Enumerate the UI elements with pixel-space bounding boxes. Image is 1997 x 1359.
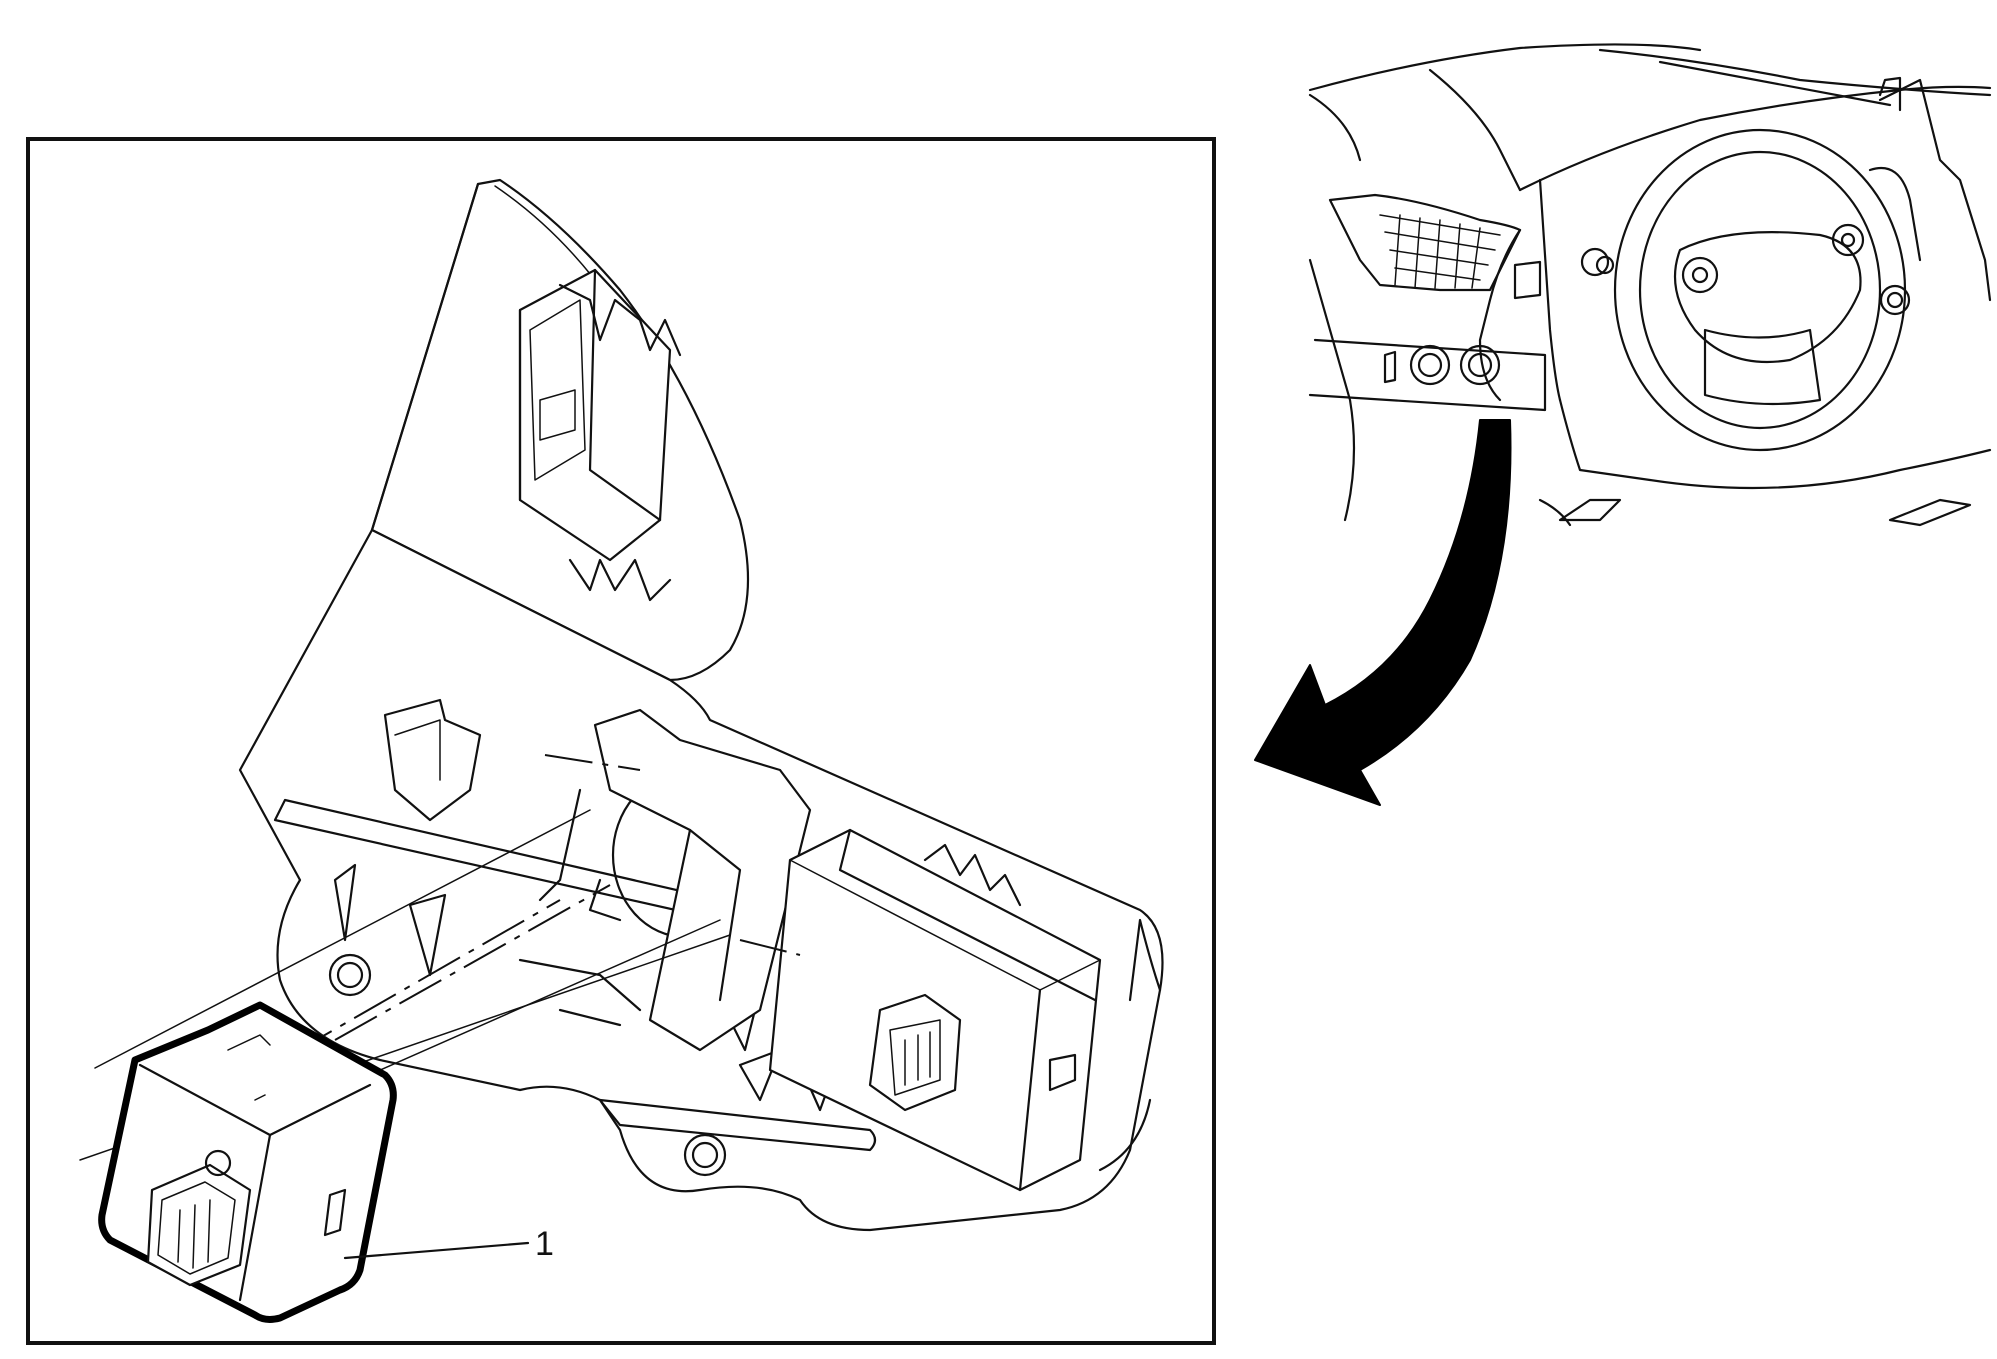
upper-module-housing [518,268,682,602]
detail-view-frame [26,137,1216,1345]
module-bracket [518,708,812,1052]
retaining-clip [383,698,482,822]
highlighted-component-module [98,1001,397,1323]
adjacent-control-module [768,828,1102,1192]
location-arrow [1254,419,1512,806]
callout-1-label: 1 [535,1225,554,1263]
vehicle-dashboard-locator-view [1308,43,1992,527]
callout-1-leader [343,1241,530,1260]
